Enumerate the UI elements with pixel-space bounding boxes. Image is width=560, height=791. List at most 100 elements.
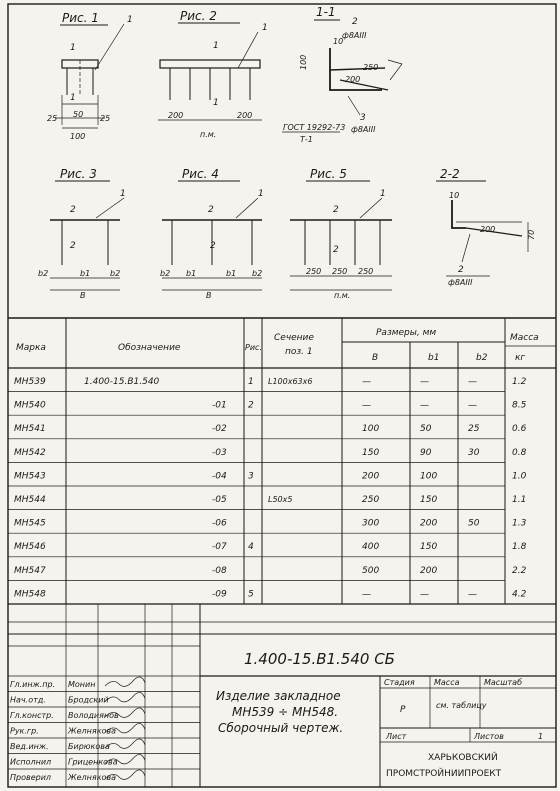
cell-b1: —: [420, 589, 429, 599]
cell-B: —: [362, 589, 371, 599]
cell-mass: 1.2: [512, 377, 527, 387]
sec11-dim-100: 100: [299, 55, 308, 70]
fig4-dim-3: b1: [226, 269, 236, 278]
fig3-dim-B: B: [80, 291, 86, 300]
sheet-frame: [7, 3, 557, 788]
title-block: 1.400-15.В1.540 СБ Изделие закладное МН5…: [8, 604, 556, 787]
role-name: Бродский: [68, 696, 109, 705]
cell-mass: 8.5: [512, 401, 527, 411]
figure-2: Рис. 2 1 1 1 200 200 п.м.: [158, 9, 268, 139]
th-B: B: [372, 353, 378, 363]
fig5-dim-1: 250: [306, 267, 321, 276]
fig1-dim-total: 100: [70, 132, 85, 141]
fig3-title: Рис. 3: [60, 167, 97, 181]
cell-designation: -06: [212, 519, 227, 529]
figure-3: Рис. 3 1 2 2 b2 b1 b2 B: [38, 167, 126, 300]
role-label: Нач.отд.: [10, 696, 46, 705]
cell-designation: -08: [212, 566, 227, 576]
cell-designation: -02: [212, 424, 227, 434]
th-mass: Масса: [510, 333, 539, 343]
cell-b2: —: [468, 377, 477, 387]
cell-b2: 30: [468, 448, 480, 458]
sec22-dim-200: 200: [480, 225, 495, 234]
fig5-dim-total: п.м.: [334, 291, 350, 300]
fig3-mark: 1: [120, 189, 126, 199]
signature-row: Гл.констр.Володиянов: [10, 707, 146, 720]
cell-b1: 50: [420, 424, 432, 434]
cell-B: —: [362, 377, 371, 387]
cell-b2: 50: [468, 519, 480, 529]
cell-designation: -03: [212, 448, 227, 458]
signature-row: Рук.гр.Желнякова: [10, 723, 146, 736]
cell-mass: 4.2: [512, 589, 527, 599]
fig2-dim-total: п.м.: [200, 130, 216, 139]
sec11-dim-250: 250: [363, 63, 378, 72]
cell-mass: 1.3: [512, 519, 527, 529]
fig1-title: Рис. 1: [62, 11, 99, 25]
doc-code: 1.400-15.В1.540 СБ: [244, 650, 395, 668]
fig2-mark: 1: [262, 23, 268, 33]
cell-designation: -05: [212, 495, 227, 505]
role-name: Желнякова: [67, 773, 116, 782]
role-label: Рук.гр.: [10, 727, 39, 736]
sec22-dim-10: 10: [449, 191, 459, 200]
cell-designation: -07: [212, 542, 227, 552]
sheets-count: 1: [538, 732, 543, 741]
sec22-rebar-mark: 2: [458, 265, 464, 275]
fig4-dim-2: b1: [186, 269, 196, 278]
fig3-dim-b2-left: b2: [38, 269, 48, 278]
fig2-dim-1: 200: [168, 111, 183, 120]
cell-designation: -01: [212, 401, 227, 411]
cell-figure: 1: [248, 377, 254, 387]
fig1-section-bottom: 1: [70, 93, 76, 103]
cell-b1: 200: [420, 566, 437, 576]
title-line-1: Изделие закладное: [216, 689, 341, 703]
fig3-section-bottom: 2: [70, 241, 76, 251]
sec22-dim-70: 70: [527, 230, 536, 240]
fig4-title: Рис. 4: [182, 167, 219, 181]
fig2-dim-2: 200: [237, 111, 252, 120]
fig5-dim-2: 250: [332, 267, 347, 276]
sheets-header: Листов: [473, 732, 504, 741]
cell-mark: МН543: [14, 471, 46, 481]
cell-B: 200: [362, 471, 379, 481]
signature-row: Гл.инж.пр.Монин: [10, 676, 146, 689]
cell-mark: МН547: [14, 566, 46, 576]
sec11-gost-sub: Т-1: [300, 135, 313, 144]
cell-designation: -04: [212, 471, 227, 481]
fig4-mark: 1: [258, 189, 264, 199]
cell-figure: 4: [248, 542, 254, 552]
sec11-plate-mark: 3: [360, 113, 366, 123]
role-name: Гриценкова: [68, 758, 118, 767]
cell-b2: 25: [468, 424, 480, 434]
signature-row: Вед.инж.Бирюкова: [10, 738, 146, 751]
th-mass-unit: кг: [515, 353, 525, 363]
scale-header: Масштаб: [484, 678, 522, 687]
signature-scribble: [104, 754, 146, 765]
th-section-sub: поз. 1: [285, 347, 313, 357]
fig1-dim-1: 25: [47, 114, 57, 123]
spec-table: Марка Обозначение Рис. Сечение поз. 1 Ра…: [8, 317, 556, 605]
fig5-title: Рис. 5: [310, 167, 347, 181]
sec11-plate-dia: ф8АIII: [351, 125, 376, 134]
cell-b1: —: [420, 377, 429, 387]
role-name: Бирюкова: [68, 742, 110, 751]
sheet-header: Лист: [385, 732, 407, 741]
cell-mark: МН539: [14, 377, 46, 387]
signature-scribble: [104, 692, 146, 703]
sec11-rebar-dia: ф8АIII: [342, 31, 367, 40]
th-dims: Размеры, мм: [376, 328, 436, 338]
cell-B: 250: [362, 495, 379, 505]
fig5-section-bottom: 2: [333, 245, 339, 255]
fig5-dim-3: 250: [358, 267, 373, 276]
role-name: Монин: [68, 680, 95, 689]
